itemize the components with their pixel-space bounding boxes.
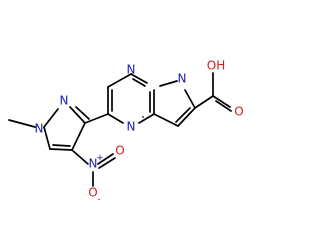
atom-label-n: N [89,157,98,171]
atom-label-n: N [60,94,69,108]
structure-canvas: N N N N N N + O O - OH O [8,59,244,205]
carboxylic-acid-group [194,72,232,112]
atom-label-o: O [115,144,124,158]
atom-label-n: N [178,72,187,86]
fused-pyrazole-ring [153,80,196,127]
atom-label-o: O [88,186,97,200]
atom-label-oh: OH [207,59,225,73]
atom-label-n: N [127,120,136,134]
atom-label-n: N [35,122,44,136]
atom-label-o: O [234,105,243,119]
methyl-group [8,119,36,128]
atom-label-n: N [127,63,136,77]
charge-plus: + [96,154,104,164]
pyrimidine-ring [107,73,155,124]
linker-bond [84,113,109,124]
charge-minus: - [97,195,100,205]
nitro-pyrazole-ring [43,106,90,151]
nitro-group [71,149,116,187]
molecule-structure: N N N N N N + O O - OH O [8,59,244,205]
